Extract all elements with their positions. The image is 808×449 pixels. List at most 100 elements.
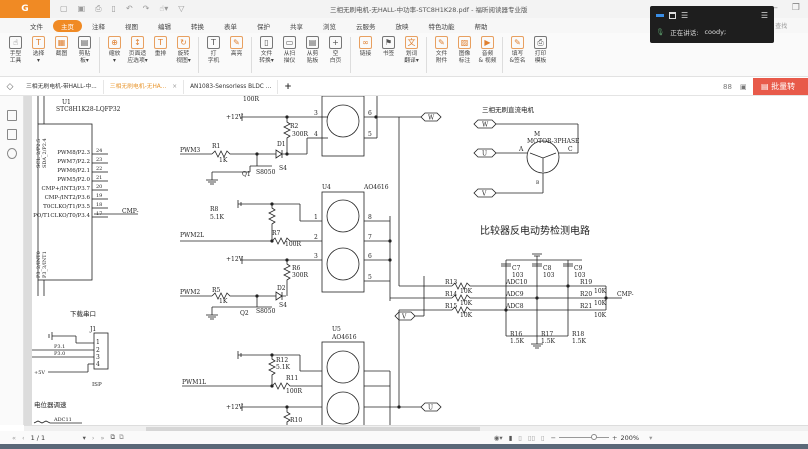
scrollbar-thumb[interactable] [146, 427, 480, 431]
continuous-icon[interactable]: ▯ [518, 433, 522, 442]
r-value: 10K [460, 300, 473, 307]
menu-3[interactable]: 视图 [125, 22, 138, 31]
ribbon-convert-button[interactable]: ▯文件 转换▾ [256, 33, 277, 65]
ribbon-print-template-button[interactable]: ⎙打印 模板 [530, 33, 551, 65]
r-label: R15 [445, 303, 457, 310]
batch-convert-button[interactable]: ▤ 批量转PDF [753, 78, 808, 108]
ribbon-translate-button[interactable]: 文划词 翻译▾ [401, 33, 422, 65]
comments-icon[interactable] [6, 148, 17, 159]
menu-6[interactable]: 表单 [224, 22, 237, 31]
tab-doc-3[interactable]: AN1083-Sensorless BLDC ... [184, 79, 279, 94]
print-icon[interactable]: ⎙ [95, 4, 102, 13]
ribbon-clipboard-button[interactable]: ▤剪贴 板▾ [74, 33, 95, 65]
menu-11[interactable]: 放映 [395, 22, 409, 31]
r-label: R12 [276, 357, 288, 364]
ribbon-sign-button[interactable]: ✎填写 &签名 [507, 33, 528, 65]
zoom-dropdown-icon[interactable]: ▾ [649, 433, 653, 442]
mcu-pin-label: PWM5/P2.0 [57, 177, 90, 183]
menu-bar: 文件 主页 注释 视图 编辑 转换 表单 保护 共享 浏览 云服务 放映 特色功能 帮助 [0, 18, 808, 33]
menu-2[interactable]: 注释 [92, 22, 105, 31]
r-value: 1.5K [541, 338, 556, 345]
menu-4[interactable]: 编辑 [158, 22, 171, 31]
bemf-network: C7 103 C8 103 C9 103 R13 R14 R15 10K 10K… [445, 253, 633, 349]
ribbon-from-clipboard-button[interactable]: ▤从剪 贴板 [302, 33, 323, 65]
ribbon-scanner-button[interactable]: ▭从扫 描仪 [279, 33, 300, 65]
ribbon-fit-page-button[interactable]: ↕页面适 应选项▾ [127, 33, 148, 65]
menu-12[interactable]: 特色功能 [428, 22, 455, 31]
page-input[interactable]: 1 / 1 [30, 433, 46, 442]
customize-icon[interactable]: ▽ [178, 4, 185, 13]
minimize-widget-icon[interactable] [656, 13, 664, 17]
microphone-icon[interactable]: 🎙 [656, 28, 665, 36]
view-mode-icon[interactable]: ◉▾ [493, 433, 503, 442]
r-value: 10K [594, 300, 607, 307]
ribbon-bookmark-button[interactable]: ⚑书签 [378, 33, 399, 58]
menu-7[interactable]: 保护 [257, 22, 270, 31]
last-page-icon[interactable]: » [100, 433, 105, 442]
tab-label: AN1083-Sensorless BLDC ... [190, 83, 272, 90]
bookmark-icon: ⚑ [382, 36, 395, 49]
ribbon-rotate-button[interactable]: ↻旋转 视图▾ [173, 33, 194, 65]
menu-5[interactable]: 转换 [191, 22, 204, 31]
ribbon-hand-button[interactable]: ☝手型 工具 [5, 33, 26, 65]
menu-icon[interactable]: ☰ [760, 10, 768, 20]
zoom-slider-handle[interactable] [591, 434, 598, 440]
menu-8[interactable]: 共享 [290, 22, 303, 31]
ribbon-audio-video-button[interactable]: ▶音频 & 视频 [477, 33, 498, 65]
mcu-pin-label: PWM6/P2.1 [57, 168, 90, 174]
r-value: 1K [219, 157, 228, 164]
convert-icon: ▯ [260, 36, 273, 49]
new-icon[interactable]: ▯ [111, 4, 116, 13]
menu-1[interactable]: 主页 [53, 19, 82, 32]
menu-10[interactable]: 云服务 [356, 22, 376, 31]
add-tab-button[interactable]: + [284, 81, 292, 92]
layout-icon[interactable]: ▣ [740, 82, 747, 91]
ribbon-link-button[interactable]: ∞链接 [355, 33, 376, 58]
tab-doc-1[interactable]: 三相无刷电机-带HALL-中... [20, 79, 104, 94]
ribbon-zoom-button[interactable]: ⊕缩放 ▾ [104, 33, 125, 65]
compact-view-icon[interactable] [669, 11, 676, 19]
insert-page-icon[interactable]: ⧉ [119, 433, 124, 441]
list-view-icon[interactable]: ☰ [681, 10, 689, 20]
ribbon-blank-page-button[interactable]: +空 白页 [325, 33, 346, 65]
app-logo[interactable]: G [0, 0, 50, 18]
redo-icon[interactable]: ↷ [142, 4, 150, 13]
prev-page-icon[interactable]: ‹ [21, 433, 25, 442]
open-icon[interactable]: ▢ [60, 4, 68, 13]
tab-doc-2[interactable]: 三相无刷电机-无HA...× [104, 79, 185, 94]
menu-9[interactable]: 浏览 [323, 22, 336, 31]
menu-13[interactable]: 帮助 [474, 22, 488, 31]
save-icon[interactable]: ▣ [77, 4, 86, 13]
ribbon-snapshot-button[interactable]: ▦截图 [51, 33, 72, 58]
ribbon-image-annotation-button[interactable]: ▨图像 标注 [454, 33, 475, 65]
grid-view-icon[interactable]: 88 [723, 82, 732, 91]
file-icon: ▤ [761, 82, 772, 91]
undo-icon[interactable]: ↶ [125, 4, 133, 13]
page-dropdown-icon[interactable]: ▾ [82, 433, 86, 442]
single-page-icon[interactable]: ▮ [508, 433, 513, 442]
next-page-icon[interactable]: › [91, 433, 95, 442]
two-continuous-icon[interactable]: ▯ [541, 433, 545, 442]
pin-num: 6 [368, 110, 372, 117]
ribbon-highlight-button[interactable]: ✎高亮 [226, 33, 247, 58]
bookmark-icon[interactable] [6, 110, 17, 121]
first-page-icon[interactable]: « [12, 433, 16, 442]
two-page-icon[interactable]: ▯▯ [527, 433, 536, 442]
eraser-icon[interactable]: ◇ [6, 81, 14, 92]
ribbon-label: 从剪 贴板 [306, 51, 319, 64]
extract-page-icon[interactable]: ⧉ [110, 433, 116, 441]
horizontal-scrollbar[interactable] [24, 425, 808, 431]
zoom-out-button[interactable]: − [550, 433, 557, 442]
menu-0[interactable]: 文件 [30, 22, 43, 31]
hand-icon[interactable]: ☝▾ [159, 4, 169, 13]
zoom-in-button[interactable]: + [612, 433, 618, 442]
zoom-level[interactable]: 200% [620, 433, 640, 442]
ribbon-attachment-button[interactable]: ✎文件 附件 [431, 33, 452, 65]
pages-icon[interactable] [6, 129, 17, 140]
tab-close-icon[interactable]: × [172, 83, 178, 90]
restore-icon[interactable]: ❐ [791, 3, 800, 13]
zoom-slider[interactable] [559, 434, 610, 440]
